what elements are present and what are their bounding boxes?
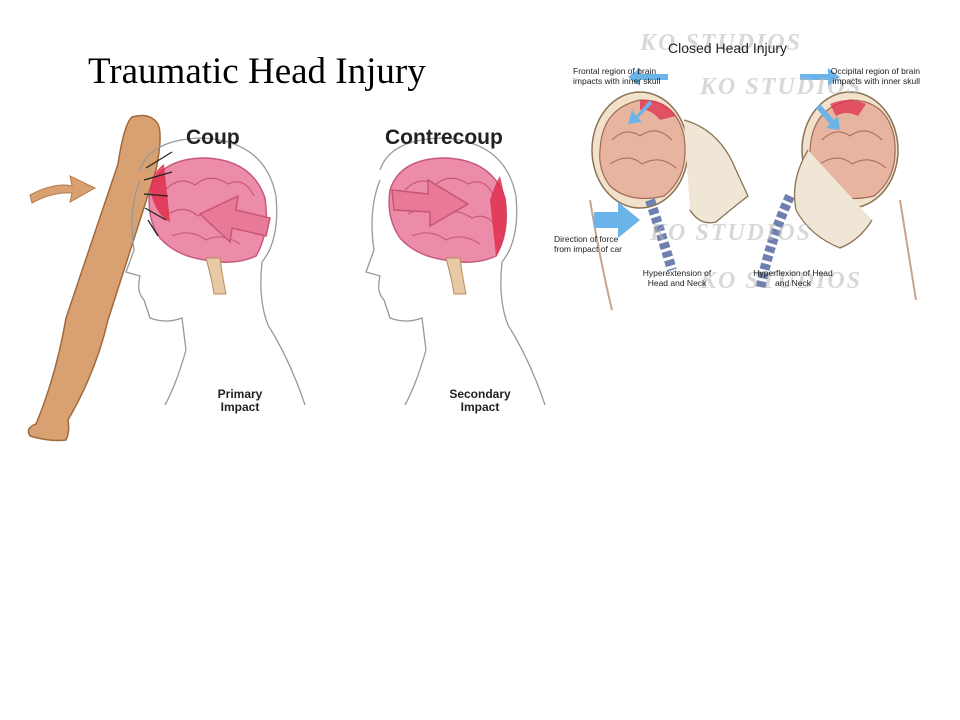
closed-head-injury-title: Closed Head Injury — [668, 40, 788, 56]
brainstem — [205, 257, 227, 295]
hyperflexion-label: Hyperflexion of Head and Neck — [753, 268, 833, 288]
coup-label: Coup — [186, 126, 240, 149]
coup-force-arrow-icon — [198, 194, 271, 244]
watermark-text: KO STUDIOS — [700, 74, 863, 100]
contrecoup-label: Contrecoup — [385, 126, 503, 149]
frontal-direction-arrow-icon — [628, 68, 668, 86]
swing-arrow-icon — [29, 175, 97, 204]
baseball-bat — [27, 114, 161, 442]
impact-lines — [143, 151, 173, 237]
contrecoup-force-arrow-icon — [391, 178, 470, 228]
occipital-region-note: Occipital region of brain impacts with i… — [830, 66, 920, 86]
occipital-direction-arrow-icon — [800, 68, 840, 86]
contrecoup-impact-zone — [490, 176, 507, 256]
inner-arrow-left-icon — [628, 100, 652, 124]
watermark-text: KO STUDIOS — [640, 30, 803, 56]
coup-head — [125, 137, 306, 406]
primary-impact-label: Primary Impact — [217, 387, 263, 414]
secondary-impact-label: Secondary Impact — [449, 387, 511, 414]
frontal-region-note: Frontal region of brain impacts with inn… — [573, 66, 661, 86]
direction-of-force-note: Direction of force from impact of car — [554, 234, 623, 254]
watermark-text: KO STUDIOS — [700, 268, 863, 294]
slide-title: Traumatic Head Injury — [88, 51, 426, 92]
closed-head-injury-illustration — [589, 68, 917, 311]
watermark-text: KO STUDIOS — [650, 220, 813, 246]
hyperextension-label: Hyperextension of Head and Neck — [642, 268, 712, 288]
force-direction-arrow-icon — [594, 202, 640, 238]
contrecoup-head — [365, 137, 546, 406]
coup-impact-zone — [150, 164, 170, 222]
inner-arrow-right-icon — [816, 104, 840, 130]
